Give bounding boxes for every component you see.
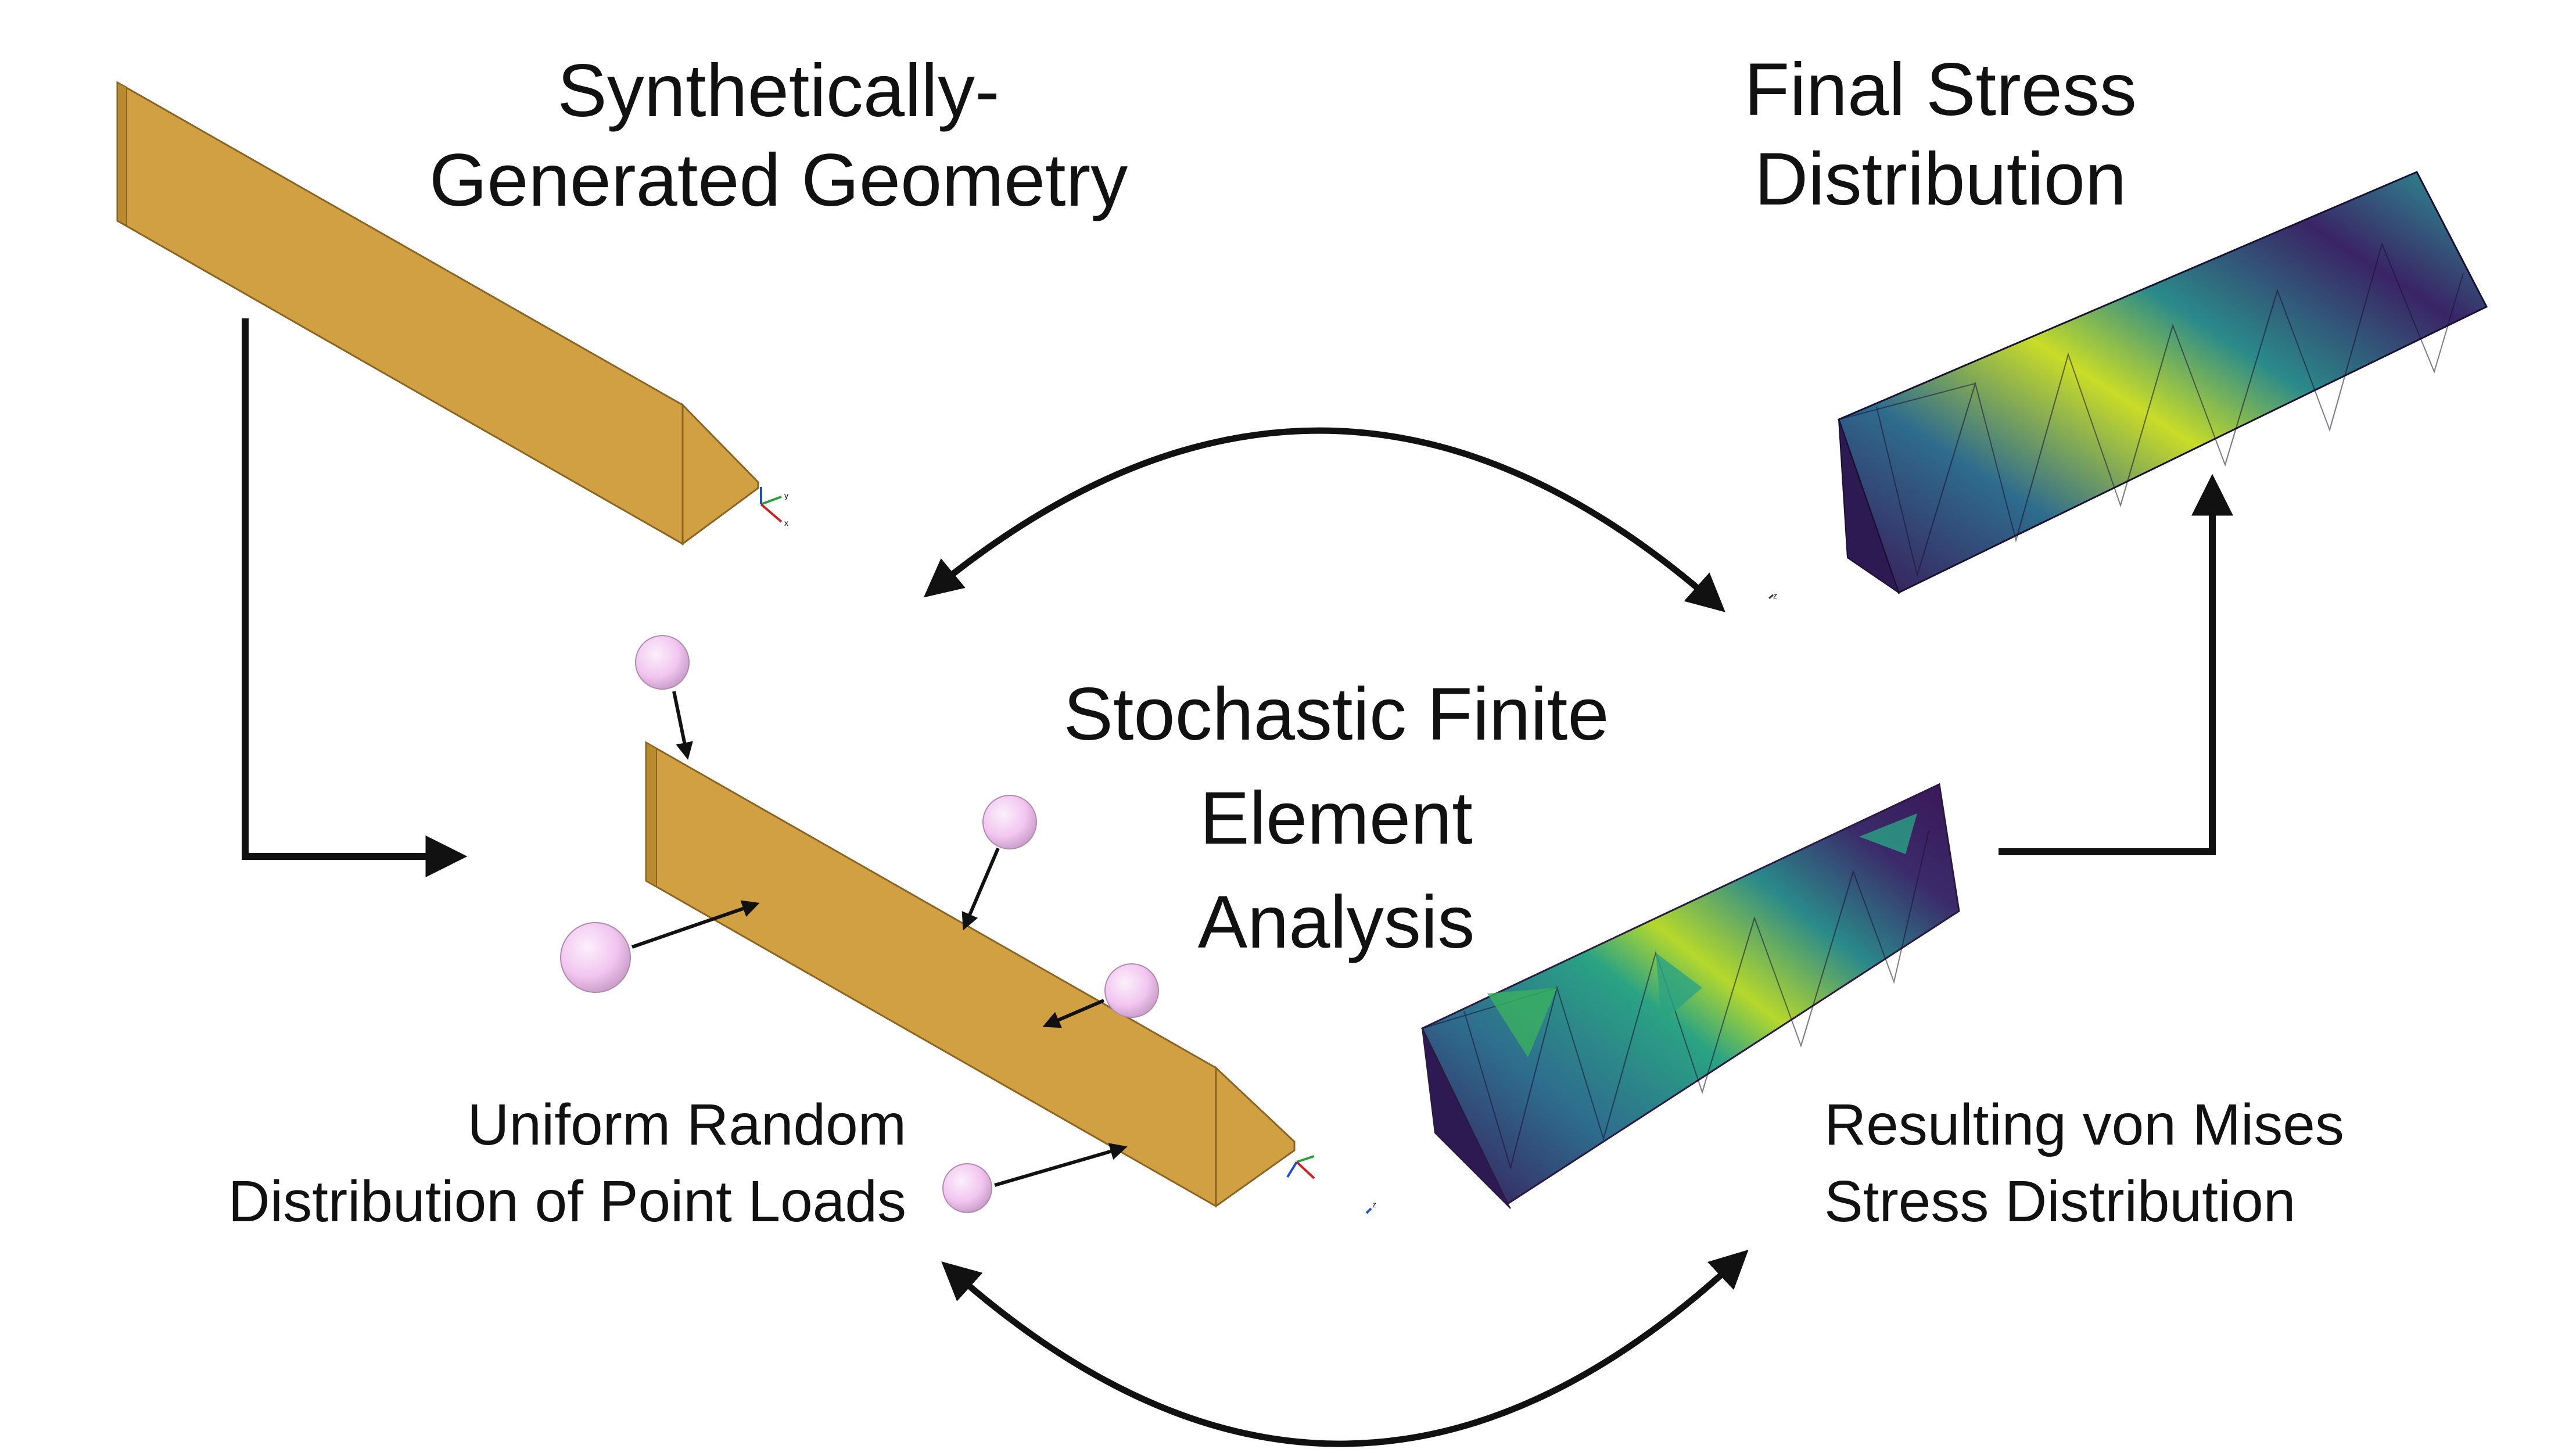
geometry-title-line2: Generated Geometry [429, 138, 1128, 222]
axis-z-label: z [1372, 1200, 1376, 1209]
load-arrow [632, 900, 760, 949]
loads-caption-line2: Distribution of Point Loads [228, 1169, 906, 1234]
center-title-line1: Stochastic Finite [1063, 673, 1609, 756]
result-caption-line2: Stress Distribution [1824, 1169, 2296, 1234]
loads-caption: Uniform Random Distribution of Point Loa… [116, 1086, 906, 1240]
result-caption: Resulting von Mises Stress Distribution [1824, 1086, 2521, 1240]
load-arrow [1042, 999, 1105, 1028]
center-title: Stochastic Finite Element Analysis [988, 662, 1685, 975]
final-title: Final Stress Distribution [1662, 45, 2219, 224]
loads-caption-line1: Uniform Random [467, 1092, 906, 1157]
axis-x-label: x [784, 518, 788, 528]
geometry-title-line1: Synthetically- [557, 49, 1000, 132]
cycle-arrows: z [923, 427, 1777, 1447]
load-arrow [994, 1143, 1128, 1187]
final-title-line1: Final Stress [1744, 48, 2137, 131]
geometry-to-analysis-arrow [242, 318, 468, 877]
load-sphere [560, 922, 631, 993]
axis-triad-icon-center: z [1286, 1155, 1376, 1214]
center-title-line3: Analysis [1197, 881, 1475, 964]
load-sphere [635, 635, 690, 690]
final-title-line2: Distribution [1754, 137, 2127, 221]
center-title-line2: Element [1200, 777, 1473, 860]
load-sphere [1104, 963, 1159, 1018]
axis-y-label: y [784, 491, 788, 500]
result-to-final-arrow [1999, 474, 2233, 855]
synthetic-geometry-beam: y x [116, 81, 788, 546]
axis-triad-icon: y x [760, 487, 788, 528]
svg-text:z: z [1773, 591, 1777, 600]
result-caption-line1: Resulting von Mises [1824, 1092, 2344, 1157]
load-arrow [672, 691, 693, 760]
load-sphere [982, 795, 1037, 849]
geometry-title: Synthetically- Generated Geometry [360, 46, 1197, 225]
load-arrow [961, 847, 1000, 931]
load-sphere [942, 1163, 992, 1213]
cycle-arrow-top [923, 427, 1725, 612]
resulting-stress-beam [1420, 783, 1960, 1209]
cycle-arrow-bottom [941, 1249, 1749, 1447]
loaded-beam: z [645, 741, 1376, 1214]
final-stress-beam [1838, 171, 2488, 594]
point-loads [560, 635, 1159, 1213]
